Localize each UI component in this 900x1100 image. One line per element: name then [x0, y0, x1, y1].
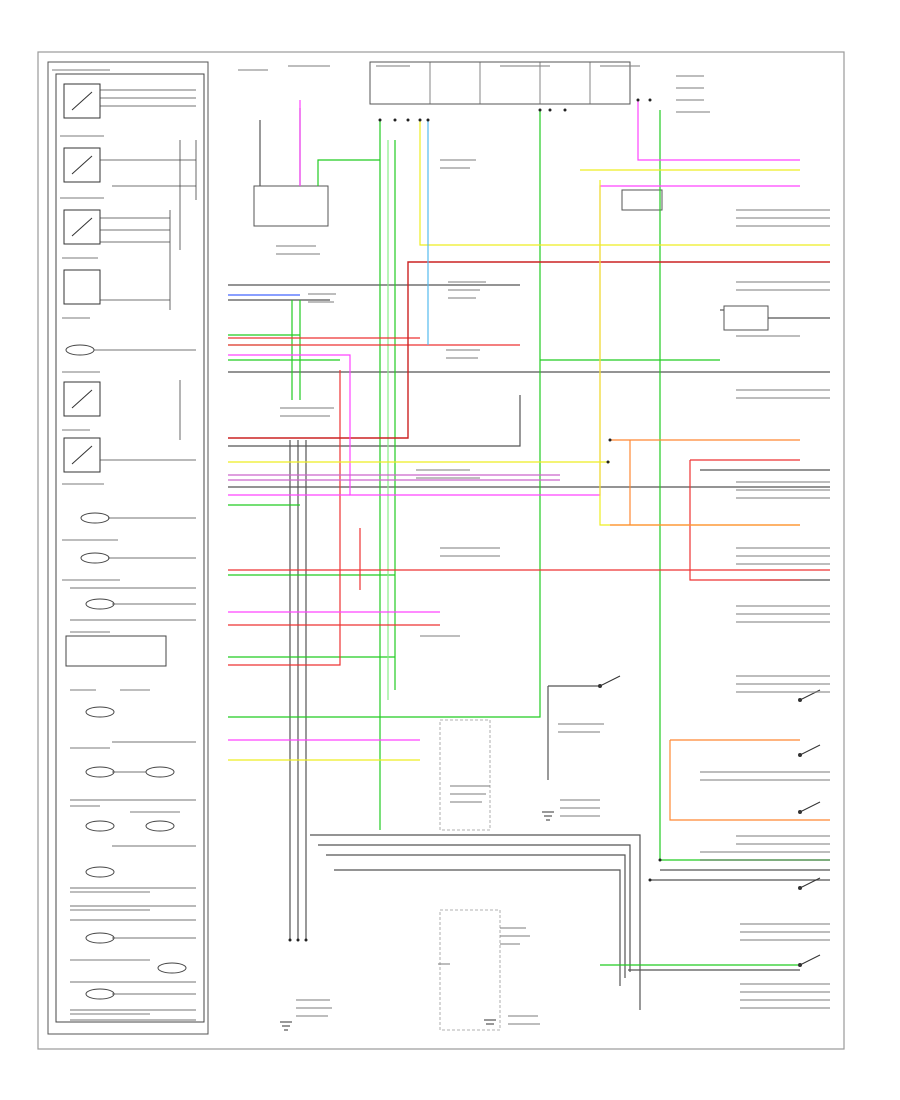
- bulb-icon: [85, 706, 115, 718]
- ground-icon: [280, 811, 554, 1031]
- bulb-icon: [85, 820, 115, 832]
- bulb-icon: [80, 552, 110, 564]
- bulb-icon: [85, 988, 115, 1000]
- bulb-icon: [85, 598, 115, 610]
- terminal-dots: [288, 98, 662, 942]
- bulb-icon: [85, 766, 115, 778]
- smart-bulb-box: [65, 635, 167, 667]
- dark-red-wires: [228, 261, 830, 439]
- gray-wires: [228, 108, 830, 1010]
- module-outlines: [439, 719, 501, 1031]
- gauge-group: [63, 83, 101, 473]
- resistor-box: [723, 305, 769, 331]
- indicator-bulbs: [65, 344, 187, 1000]
- instrument-cluster-inner: [55, 73, 205, 1023]
- bulb-icon: [65, 344, 95, 356]
- sensor-box: [621, 189, 663, 211]
- bulb-icon: [85, 932, 115, 944]
- orange-wires: [610, 439, 830, 821]
- purple-wires: [228, 474, 560, 481]
- red-wires: [228, 337, 830, 666]
- switch-group: [598, 675, 821, 967]
- junction-block: [369, 61, 631, 105]
- bulb-icon: [145, 820, 175, 832]
- light-green-wires: [228, 140, 389, 700]
- pink-wires: [228, 100, 800, 741]
- relay-box: [253, 185, 329, 227]
- cluster-internal-wires: [70, 89, 197, 1021]
- gauge-icon: [63, 269, 101, 305]
- bulb-icon: [145, 766, 175, 778]
- bulb-icon: [85, 866, 115, 878]
- fine-print-marks: [52, 65, 830, 1025]
- bulb-icon: [80, 512, 110, 524]
- diagram-frame: [37, 51, 845, 1050]
- instrument-cluster-box: [47, 61, 209, 1035]
- bulb-icon: [157, 962, 187, 974]
